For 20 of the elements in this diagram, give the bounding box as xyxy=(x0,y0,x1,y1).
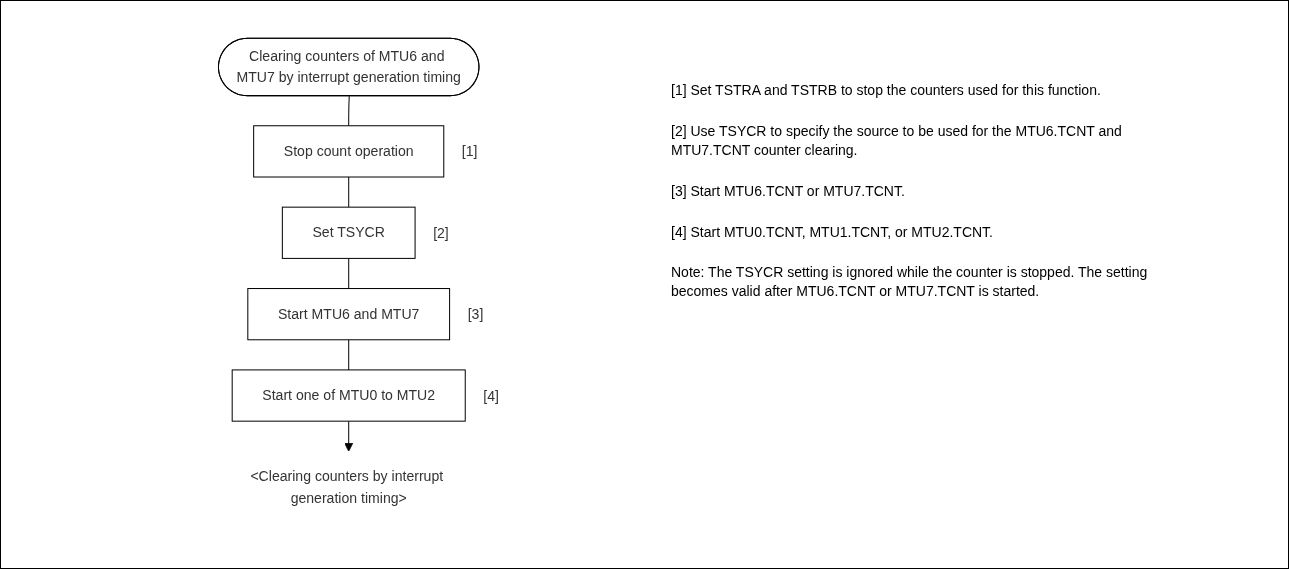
step-number: [4] xyxy=(483,387,499,404)
note-text: Note: The TSYCR setting is ignored while the counter is stopped. The setting becomes valid after MTU6.TCNT or MTU7.TCNT is started. xyxy=(671,263,1149,302)
step-number: [2] xyxy=(433,224,449,241)
connector xyxy=(348,95,350,127)
note-text: [1] Set TSTRA and TSTRB to stop the counters used for this function. xyxy=(671,81,1102,100)
note-text: [4] Start MTU0.TCNT, MTU1.TCNT, or MTU2.TCNT. xyxy=(671,222,994,242)
note-text: [3] Start MTU6.TCNT or MTU7.TCNT. xyxy=(671,181,906,201)
connector xyxy=(348,176,350,208)
flowchart: Clearing counters of MTU6 and MTU7 by interrupt generation timing Stop count operation Set TSYCR Start MTU6 and MTU7 Start one of MTU0 to MTU2 <Clearing counters by interrupt generation timing> [1] [2] [3] [4] xyxy=(198,21,504,541)
step-number: [3] xyxy=(467,306,484,323)
node-box xyxy=(247,288,451,341)
node-box xyxy=(281,206,416,259)
arrow xyxy=(344,420,354,452)
step-number: [1] xyxy=(461,143,478,160)
node-text: <Clearing counters by interrupt generation timing> xyxy=(250,468,444,506)
node-box xyxy=(253,125,445,178)
connector xyxy=(348,339,350,371)
note-text: [2] Use TSYCR to specify the source to be used for the MTU6.TCNT and MTU7.TCNT counter clearing. xyxy=(671,121,1123,160)
node-box xyxy=(231,369,466,422)
connector xyxy=(348,257,350,290)
